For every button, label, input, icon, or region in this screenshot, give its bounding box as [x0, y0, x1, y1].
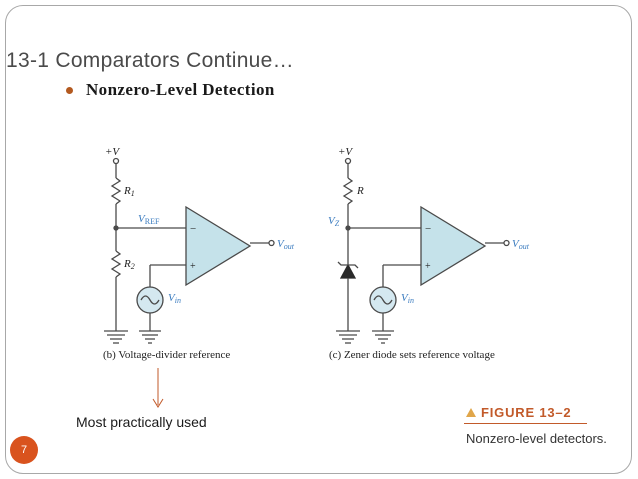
bullet-item: Nonzero-Level Detection	[66, 80, 275, 100]
output-terminal-b	[268, 239, 275, 247]
caption-c: (c) Zener diode sets reference voltage	[329, 349, 495, 361]
down-arrow-icon	[152, 398, 164, 408]
vin-label-b: Vin	[168, 292, 181, 305]
plus-label-b: +	[190, 261, 196, 272]
opamp-b	[185, 205, 252, 287]
r-label: R	[356, 185, 364, 197]
ground-symbol-b2	[139, 330, 161, 344]
vout-label-c: Vout	[512, 238, 530, 251]
slide-title: 13-1 Comparators Continue…	[6, 49, 294, 72]
supply-terminal-b	[112, 157, 120, 165]
figure-number: FIGURE 13–2	[481, 405, 572, 420]
plus-label-c: +	[425, 261, 431, 272]
minus-label-b: −	[190, 223, 196, 235]
circuit-c	[336, 157, 510, 344]
opamp-c	[420, 205, 487, 287]
figure-label: FIGURE 13–2	[466, 405, 571, 420]
page-number-badge: 7	[10, 436, 38, 464]
slide-frame	[5, 5, 632, 474]
bullet-dot-icon	[66, 86, 73, 94]
ground-symbol-c1	[336, 330, 360, 344]
resistor-r1	[110, 177, 122, 205]
output-terminal-c	[503, 239, 510, 247]
caption-b: (b) Voltage-divider reference	[103, 349, 230, 361]
vout-label-b: Vout	[277, 238, 295, 251]
figure-caption: Nonzero-level detectors.	[466, 431, 607, 446]
figure-divider	[464, 423, 587, 424]
resistor-r	[342, 177, 354, 205]
vin-label-c: Vin	[401, 292, 414, 305]
triangle-icon	[466, 408, 476, 417]
circuit-b	[104, 157, 275, 344]
supply-terminal-c	[344, 157, 352, 165]
annotation-text: Most practically used	[76, 414, 207, 430]
ground-symbol-c2	[372, 330, 394, 344]
supply-label-b: +V	[105, 146, 120, 158]
resistor-r2	[110, 250, 122, 278]
vref-label: VREF	[138, 213, 160, 226]
supply-label-c: +V	[338, 146, 353, 158]
r2-label: R2	[123, 258, 135, 271]
minus-label-c: −	[425, 223, 431, 235]
bullet-text: Nonzero-Level Detection	[86, 80, 275, 99]
r1-label: R1	[123, 185, 135, 198]
vz-label: VZ	[328, 215, 340, 228]
ground-symbol-b1	[104, 330, 128, 344]
